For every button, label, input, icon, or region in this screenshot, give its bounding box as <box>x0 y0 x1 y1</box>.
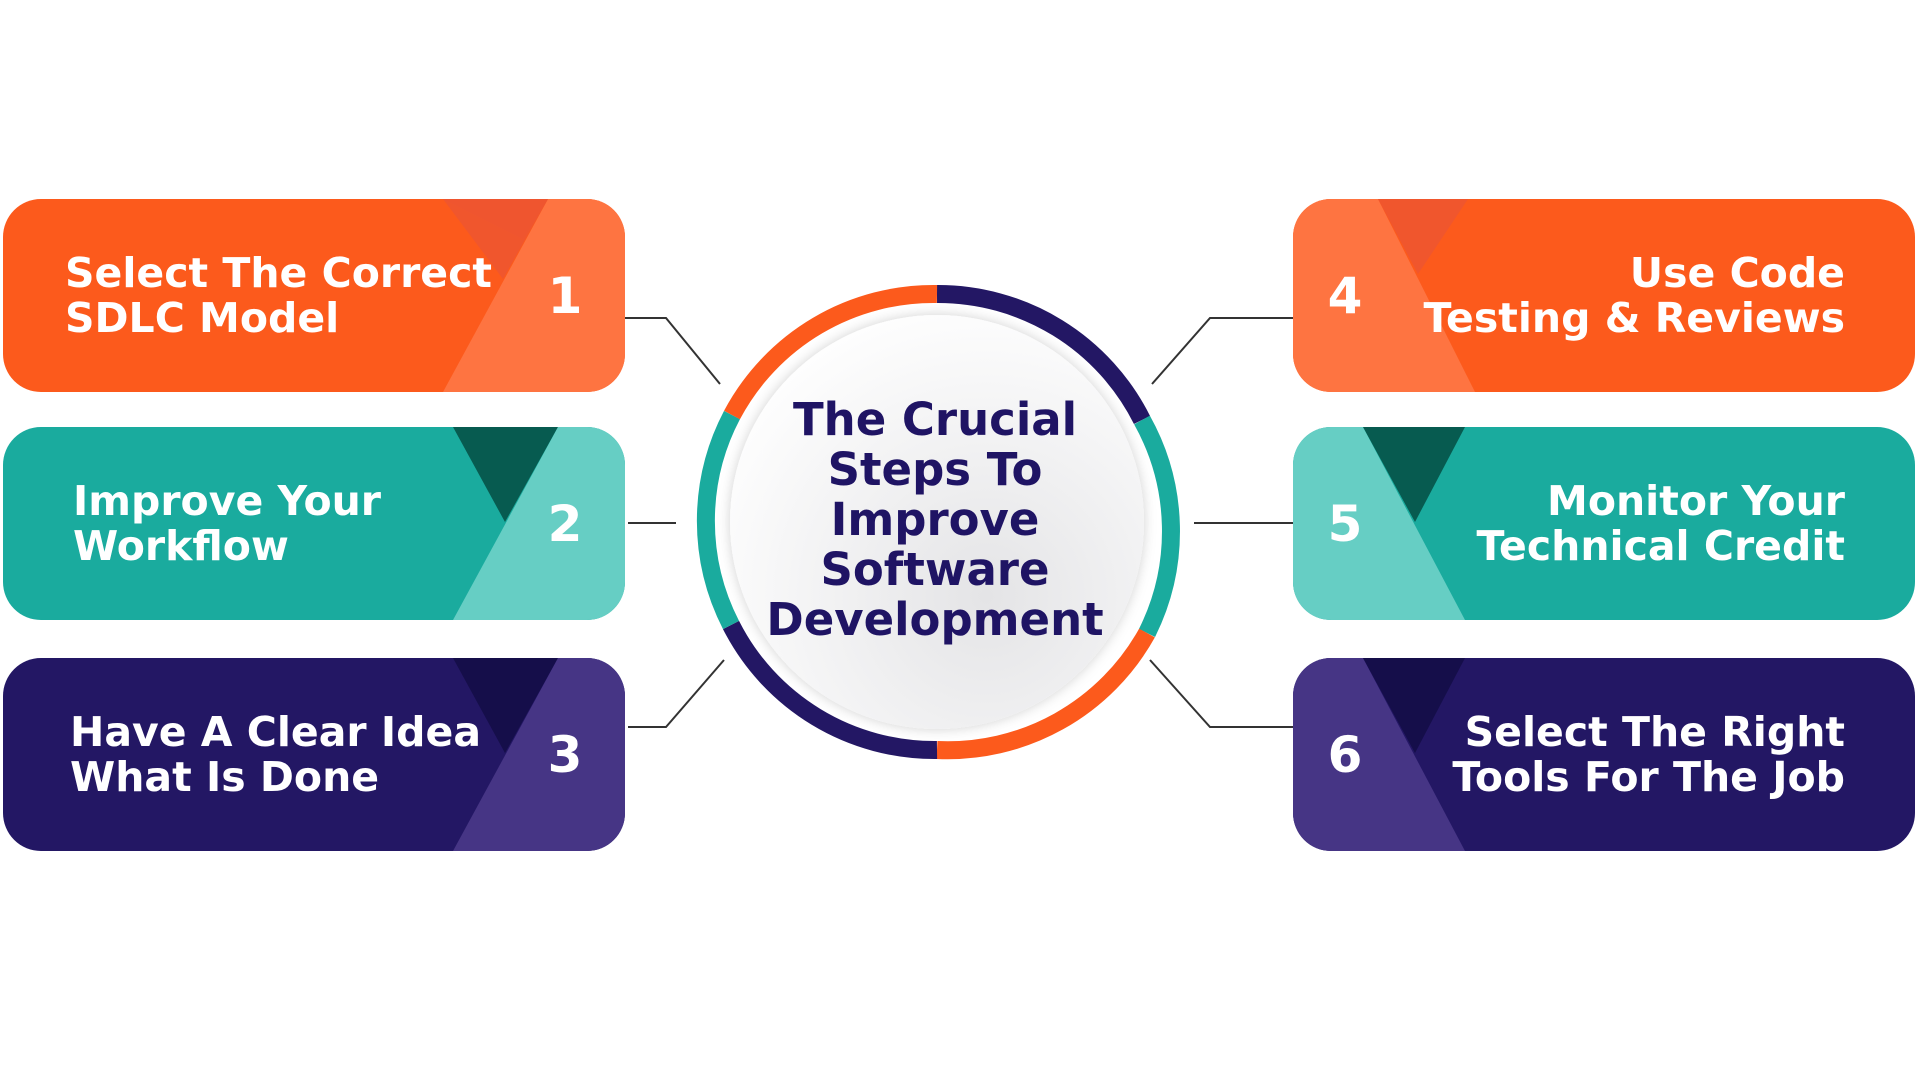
step-card-3-title: Have A Clear Idea What Is Done <box>70 658 490 851</box>
center-title-line-5: Development <box>766 593 1104 646</box>
step-card-2: Improve Your Workflow 2 <box>3 427 625 620</box>
ring-segment-teal-right <box>1134 415 1180 638</box>
step-card-6-title-line-1: Select The Right <box>1464 707 1845 756</box>
step-card-3-title-line-1: Have A Clear Idea <box>70 707 481 756</box>
step-card-1-background <box>3 199 625 392</box>
center-title: The Crucial Steps To Improve Software De… <box>735 390 1135 650</box>
step-card-2-title-line-2: Workflow <box>73 521 289 570</box>
ring-segment-orange-lower-right <box>936 628 1155 760</box>
connector-step-4 <box>1151 317 1293 385</box>
step-card-5-title-line-2: Technical Credit <box>1476 521 1845 570</box>
center-title-line-3: Improve <box>830 493 1040 546</box>
step-card-2-title: Improve Your Workflow <box>73 427 493 620</box>
connector-step-3 <box>628 659 725 728</box>
center-title-line-2: Steps To <box>827 443 1043 496</box>
ring-segment-teal-left <box>696 410 740 630</box>
step-card-6-title-line-2: Tools For The Job <box>1452 752 1845 801</box>
step-card-4-background <box>1293 199 1915 392</box>
step-card-5-background <box>1293 427 1915 620</box>
step-card-5: Monitor Your Technical Credit 5 <box>1293 427 1915 620</box>
step-card-6-number: 6 <box>1327 725 1363 784</box>
step-card-3-background <box>3 658 625 851</box>
step-card-1: Select The Correct SDLC Model 1 <box>3 199 625 392</box>
step-card-4: Use Code Testing & Reviews 4 <box>1293 199 1915 392</box>
step-card-1-title-line-2: SDLC Model <box>65 293 340 342</box>
step-card-3: Have A Clear Idea What Is Done 3 <box>3 658 625 851</box>
step-card-6-title: Select The Right Tools For The Job <box>1415 658 1845 851</box>
connector-step-1 <box>625 317 721 385</box>
step-card-1-title-line-1: Select The Correct <box>65 248 493 297</box>
step-card-4-title: Use Code Testing & Reviews <box>1415 199 1845 392</box>
step-card-5-title: Monitor Your Technical Credit <box>1415 427 1845 620</box>
step-card-3-title-line-2: What Is Done <box>70 752 380 801</box>
connector-step-6 <box>1149 659 1293 728</box>
step-card-1-number: 1 <box>547 266 583 325</box>
step-card-4-title-line-2: Testing & Reviews <box>1423 293 1845 342</box>
center-title-line-4: Software <box>820 543 1050 596</box>
step-card-1-title: Select The Correct SDLC Model <box>65 199 493 392</box>
step-card-4-number: 4 <box>1327 266 1363 325</box>
center-title-line-1: The Crucial <box>792 393 1078 446</box>
step-card-2-background <box>3 427 625 620</box>
step-card-2-title-line-1: Improve Your <box>73 476 382 525</box>
step-card-6-background <box>1293 658 1915 851</box>
step-card-2-number: 2 <box>547 494 583 553</box>
step-card-4-title-line-1: Use Code <box>1629 248 1845 297</box>
step-card-5-number: 5 <box>1327 494 1363 553</box>
step-card-6: Select The Right Tools For The Job 6 <box>1293 658 1915 851</box>
step-card-3-number: 3 <box>547 725 583 784</box>
step-card-5-title-line-1: Monitor Your <box>1547 476 1845 525</box>
